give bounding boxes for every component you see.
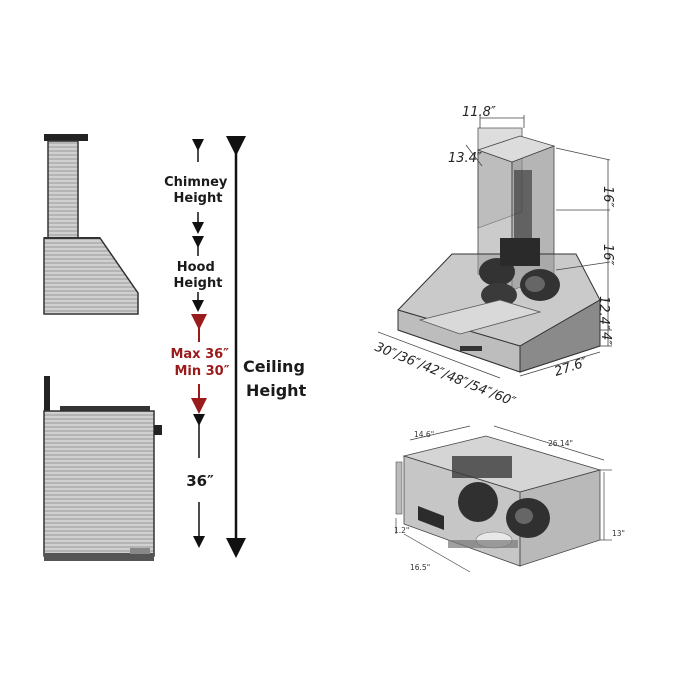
insert-isometric <box>395 435 602 567</box>
hood-isometric <box>397 127 601 373</box>
counter-height-label: 36″ <box>186 472 214 490</box>
top-width-dim: 11.8″ <box>462 105 496 120</box>
side-view-hood <box>43 134 139 315</box>
hood-dimension-lines <box>377 115 612 379</box>
insert-depth-top-dim: 14.6" <box>414 430 434 439</box>
front-lip-dim: 4″ <box>598 332 613 345</box>
top-depth-dim: 13.4″ <box>448 151 482 166</box>
side-view-range <box>43 376 162 561</box>
insert-bottom-depth-dim: 16.5" <box>410 563 430 572</box>
upper-chimney-dim: 16″ <box>600 186 615 208</box>
insert-width-top-dim: 26.14" <box>548 439 573 448</box>
insert-dimension-lines <box>395 425 612 573</box>
ceiling-height-label: Ceiling Height <box>243 357 310 400</box>
clearance-label: Max 36″ Min 30″ <box>170 347 233 379</box>
insert-lip-dim: 1.2" <box>394 526 409 535</box>
insert-height-dim: 13" <box>612 529 625 538</box>
hood-height-label: Hood Height <box>174 260 223 291</box>
chimney-height-label: Chimney Height <box>164 175 232 206</box>
lower-chimney-dim: 16″ <box>600 244 615 266</box>
hood-height-dim: 12.4″ <box>596 296 611 330</box>
